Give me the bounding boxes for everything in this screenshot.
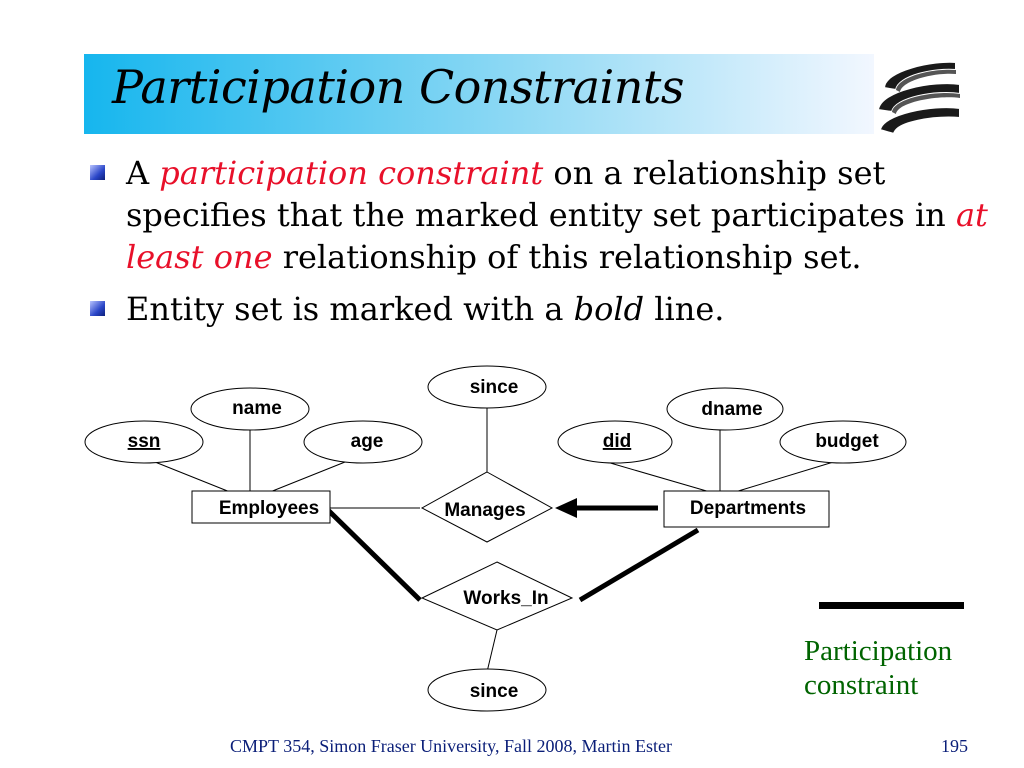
entity-departments-label: Departments <box>690 498 806 519</box>
relationship-works-in <box>420 561 574 631</box>
bullet-emphasis: at least one <box>126 196 988 276</box>
attribute-age-label: age <box>351 431 384 452</box>
connector-age <box>269 459 351 493</box>
relationship-manages-label: Manages <box>444 500 525 521</box>
attribute-since-works-in-label: since <box>470 681 519 702</box>
attribute-name-label: name <box>232 398 282 419</box>
attribute-did <box>557 420 673 464</box>
bold-line-departments-works-in <box>578 527 700 603</box>
bullet-text: Entity set is marked with a <box>126 290 574 328</box>
relationship-works-in-label: Works_In <box>463 588 548 609</box>
page-number: 195 <box>941 736 968 756</box>
slide-title: Participation Constraints <box>112 60 684 114</box>
connector-did <box>599 459 711 493</box>
connector-since-works-in <box>486 629 498 673</box>
attribute-dname-label: dname <box>701 399 762 420</box>
attribute-since-works-in <box>427 668 547 712</box>
legend-label-line: Participation <box>804 635 953 667</box>
connector-ssn <box>149 459 231 493</box>
bullet-text: line. <box>644 290 725 328</box>
connector-budget <box>734 459 841 493</box>
legend-label-line: constraint <box>804 669 919 701</box>
stacked-disks-logo-icon <box>876 60 961 136</box>
bullet-item: A participation constraint on a relation… <box>90 152 1010 278</box>
entity-departments <box>663 490 830 528</box>
title-bar: Participation Constraints <box>84 54 874 134</box>
attribute-budget-label: budget <box>815 431 879 452</box>
entity-employees-label: Employees <box>219 498 319 519</box>
bullet-marker-icon <box>90 301 105 316</box>
attribute-age <box>303 420 423 464</box>
bullet-text: on a relationship set specifies that the… <box>126 154 956 234</box>
attribute-budget <box>779 420 907 464</box>
attribute-dname <box>666 387 784 431</box>
er-diagram: ssn name age since did dname budget sinc… <box>84 365 907 712</box>
attribute-since-manages <box>427 365 547 409</box>
bullet-marker-icon <box>90 165 105 180</box>
attribute-ssn-label: ssn <box>128 431 161 452</box>
bold-line-employees-works-in <box>326 508 422 602</box>
entity-employees <box>191 490 331 524</box>
bullet-list: A participation constraint on a relation… <box>90 152 1010 340</box>
bullet-emphasis: bold <box>573 290 645 328</box>
legend-bold-line <box>819 602 964 609</box>
bullet-text: relationship of this relationship set. <box>272 238 862 276</box>
arrow-head-icon <box>555 498 577 518</box>
attribute-name <box>190 387 310 431</box>
slide-footer: CMPT 354, Simon Fraser University, Fall … <box>230 736 672 756</box>
bullet-emphasis: participation constraint <box>159 154 544 192</box>
attribute-since-manages-label: since <box>470 377 519 398</box>
bullet-item: Entity set is marked with a bold line. <box>90 288 1010 330</box>
attribute-ssn <box>84 420 204 464</box>
attribute-did-label: did <box>603 431 632 452</box>
bullet-text: A <box>126 154 160 192</box>
relationship-manages <box>420 471 554 543</box>
legend-label: Participation constraint <box>804 634 952 702</box>
